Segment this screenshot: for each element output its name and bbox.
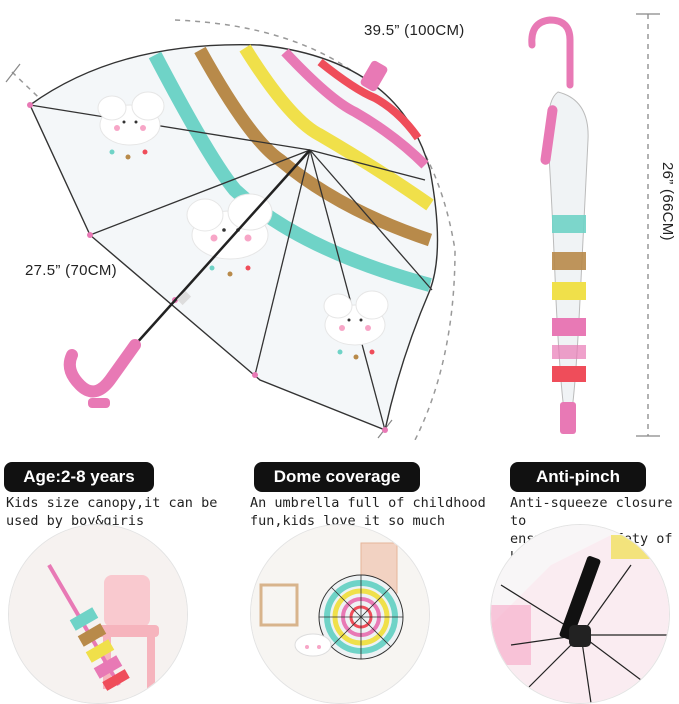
feature-desc-dome: An umbrella full of childhood fun,kids l…: [250, 495, 486, 529]
feature-desc-age: Kids size canopy,it can be used by boy&g…: [6, 495, 218, 529]
umbrella-closed-illustration: [528, 16, 589, 434]
feature-title-dome: Dome coverage: [254, 462, 420, 492]
photo-kids-chair: [8, 524, 188, 704]
height-dimension-label: 26” (66CM): [659, 162, 676, 241]
feature-title-anti-pinch: Anti-pinch: [510, 462, 646, 492]
umbrella-handle: [63, 339, 141, 398]
arc-dimension-label: 27.5” (70CM): [25, 262, 117, 279]
photo-dome-top: [250, 524, 430, 704]
photo-anti-pinch-closure: [490, 524, 670, 704]
umbrella-open-illustration: [5, 13, 660, 440]
width-dimension-label: 39.5” (100CM): [364, 22, 465, 39]
feature-title-age: Age:2-8 years: [4, 462, 154, 492]
